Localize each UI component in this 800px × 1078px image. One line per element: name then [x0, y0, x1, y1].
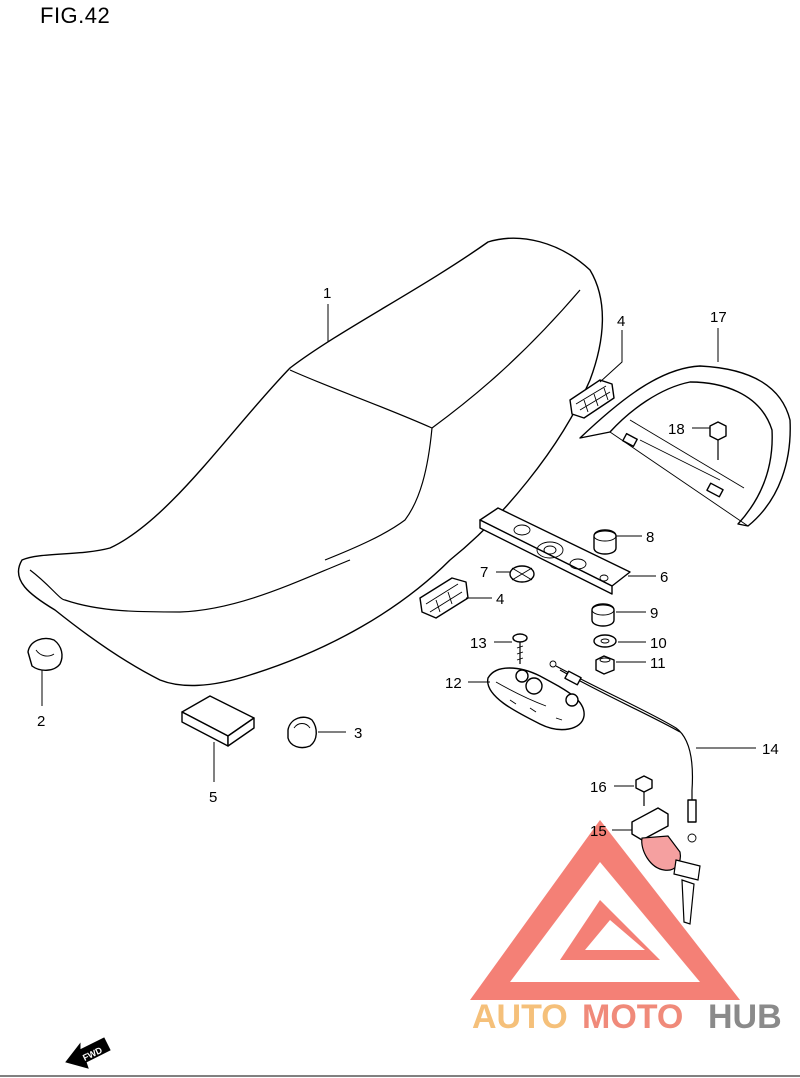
part-seat-lock: [631, 807, 701, 925]
callout-4a: 4: [617, 313, 625, 330]
callout-3: 3: [354, 725, 362, 742]
callout-13: 13: [470, 635, 487, 652]
part-block: [181, 695, 255, 747]
callout-10: 10: [650, 635, 667, 652]
callout-18: 18: [668, 421, 685, 438]
callout-8: 8: [646, 529, 654, 546]
part-damper-lower: [591, 603, 615, 627]
leader-lines: [41, 304, 756, 831]
part-clip: [27, 637, 63, 671]
part-cushion-upper: [569, 379, 615, 419]
part-cable: [549, 660, 697, 843]
callout-labels: 1 2 3 4 4 5 6 7 8 9 10 11 12 13 14 15 16…: [37, 285, 779, 840]
part-washer: [593, 634, 617, 648]
callout-16: 16: [590, 779, 607, 796]
watermark-text-moto: MOTO: [582, 998, 683, 1036]
callout-6: 6: [660, 569, 668, 586]
part-lock-assembly: [487, 667, 585, 731]
part-grommet-cross: [509, 565, 535, 583]
callout-1: 1: [323, 285, 331, 302]
callout-11: 11: [650, 655, 666, 672]
part-bracket-plate: [479, 507, 631, 595]
figure-title: FIG.42: [40, 3, 111, 28]
watermark-logo: AUTO MOTO HUB: [470, 820, 782, 1036]
callout-2: 2: [37, 713, 45, 730]
part-screw: [512, 633, 528, 664]
part-cushion-lower: [419, 577, 469, 619]
part-bolt-cover: [709, 421, 727, 460]
part-nut: [287, 716, 317, 749]
callout-5: 5: [209, 789, 217, 806]
watermark-text-hub: HUB: [708, 998, 782, 1036]
watermark-text-auto: AUTO: [472, 998, 568, 1036]
part-rear-cover: [579, 365, 791, 527]
fwd-arrow-icon: FWD: [65, 1037, 111, 1069]
callout-12: 12: [445, 675, 462, 692]
callout-4b: 4: [496, 591, 504, 608]
part-bolt: [635, 775, 653, 806]
callout-14: 14: [762, 741, 779, 758]
callout-9: 9: [650, 605, 658, 622]
callout-15: 15: [590, 823, 607, 840]
part-damper-upper: [593, 529, 617, 555]
callout-7: 7: [480, 564, 488, 581]
callout-17: 17: [710, 309, 727, 326]
part-seat: [17, 237, 604, 687]
part-nut-hex: [595, 655, 615, 675]
